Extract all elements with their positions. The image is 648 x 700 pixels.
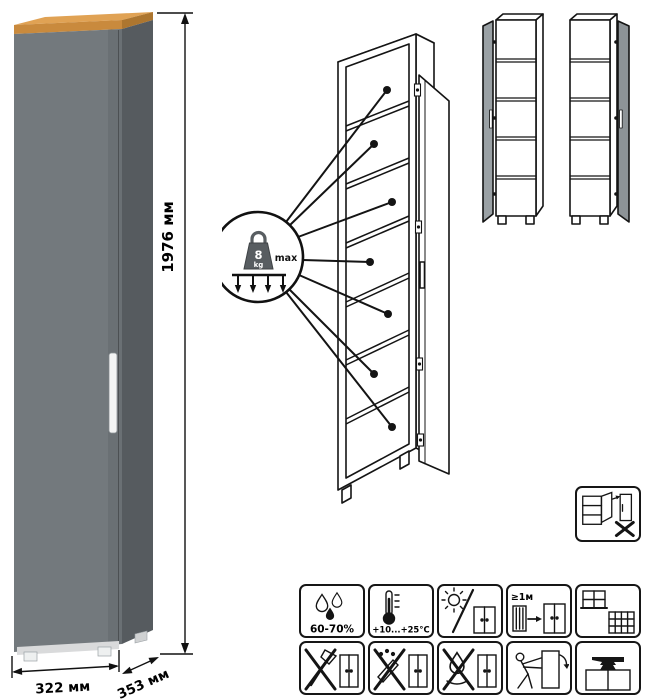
no-heavy-load-icon [585,657,631,691]
diagram-foot-left [341,484,352,504]
push-move-icon [515,650,569,689]
open-door-misuse-warning-icon [582,491,635,538]
variant2-handle [619,109,623,129]
x-mark [373,648,406,691]
load-unit: kg [254,261,264,269]
foot-back [134,630,148,644]
open-door [418,74,450,475]
no-moisture-box [437,641,503,695]
wood-top-side-edge [122,12,153,29]
load-arrows [234,276,287,293]
load-value: 8 [254,248,262,262]
temperature-icon: +10...+25°C [372,590,430,635]
door-panel-left [482,20,494,223]
heat-distance-label: ≥1м [511,592,533,603]
no-chopping-box [299,641,365,695]
depth-dimension: 353 мм [115,657,172,700]
shelf-load-diagram: 8 kg max [222,33,450,504]
depth-dimension-label: 353 мм [115,666,172,700]
wood-top-surface [14,12,153,25]
door-left-variant-diagram [482,13,544,225]
door-handle [108,352,118,434]
variant1-handle [489,109,493,129]
anvil-shape [592,657,624,665]
no-heavy-load-box [575,641,641,695]
cabinet-side-panel [122,20,153,644]
foot-left [23,651,38,662]
heat-source-distance-icon: ≥1м [511,592,566,634]
sunlight-warning-box [437,584,503,638]
door-right-variant-diagram [569,13,630,225]
front-shading [108,29,122,645]
no-chopping-icon [304,648,359,691]
height-dimension: 1976 мм [157,12,193,655]
shelf-markers [366,86,396,431]
max-load-callout: 8 kg max [222,210,305,304]
weight-icon [243,242,274,270]
callout-lines [285,89,393,428]
width-dimension: 322 мм [11,650,120,698]
width-dimension-label: 322 мм [35,679,91,698]
diagram-foot-right [399,450,410,470]
x-mark [304,648,337,691]
humidity-label: 60-70% [310,624,355,636]
cabinet-photo: 1976 мм 322 мм 353 мм [11,12,193,700]
humidity-requirement-box: 60-70% [299,584,365,638]
variant2-hinges [614,40,618,196]
window-wall-grille-icon [580,590,635,634]
wall-clearance-box [575,584,641,638]
care-pictogram-grid: 60-70% +10...+25°C [299,584,641,695]
no-moisture-icon [442,648,497,691]
wood-top-edge [14,20,122,34]
weight-handle [250,230,267,243]
heat-distance-box: ≥1м [506,584,572,638]
door-panel-right [617,20,630,223]
humidity-icon: 60-70% [310,591,355,636]
load-qualifier: max [275,253,297,264]
height-dimension-label: 1976 мм [159,201,177,273]
diagram-door-handle [419,261,426,289]
cabinet-front-panel [14,29,122,652]
x-mark [614,520,635,538]
no-abrasives-box [368,641,434,695]
cabinet [14,12,153,662]
door-warning-box [575,486,641,542]
hinges [413,83,425,447]
careful-moving-box [506,641,572,695]
x-mark [442,648,475,691]
temperature-requirement-box: +10...+25°C [368,584,434,638]
foot-right [97,646,112,657]
plinth [17,641,119,655]
temperature-label: +10...+25°C [372,625,429,635]
no-direct-sunlight-icon [441,587,496,634]
no-abrasives-icon [373,648,428,691]
variant1-hinges [492,40,497,196]
